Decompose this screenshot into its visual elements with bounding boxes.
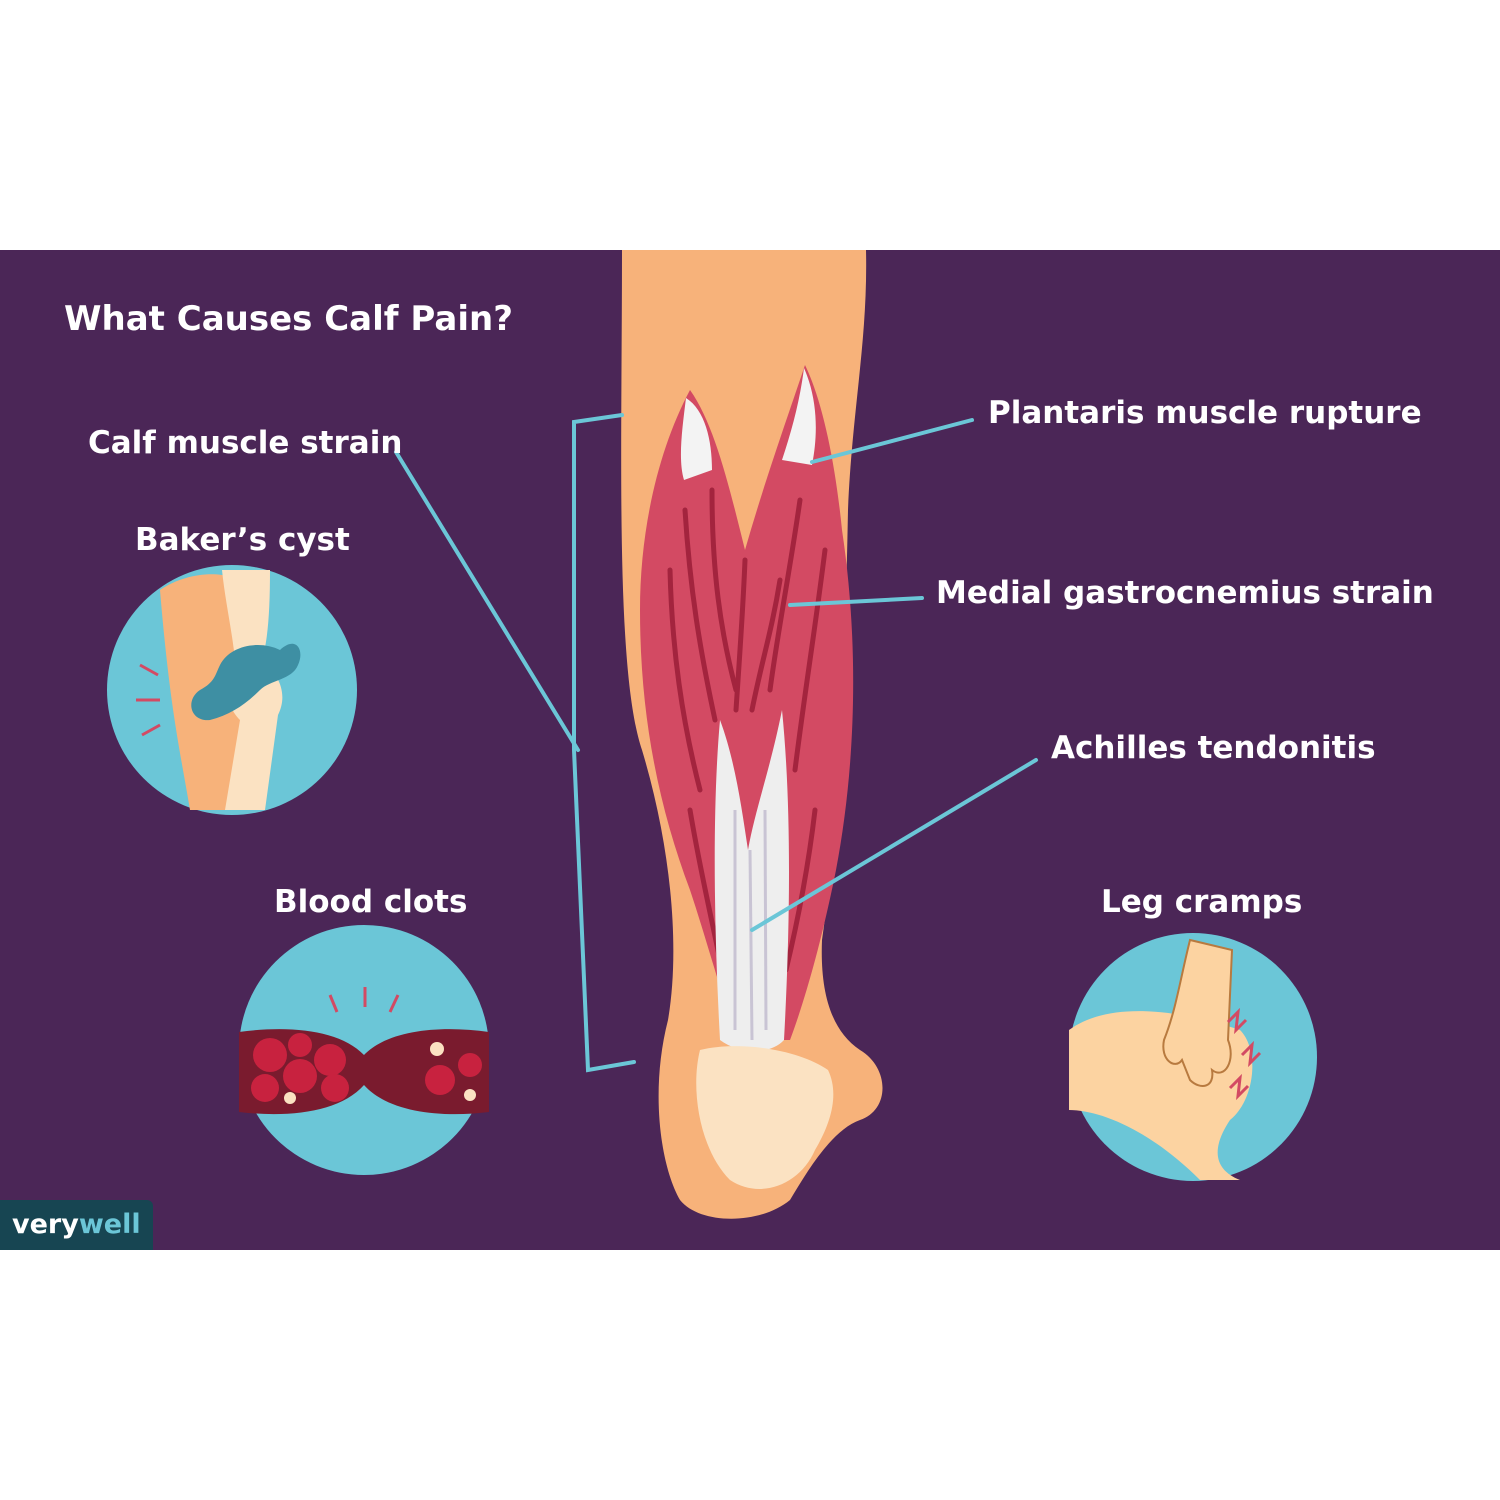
label-calf-muscle-strain: Calf muscle strain — [88, 425, 403, 461]
platelets — [284, 1042, 476, 1104]
label-plantaris-muscle-rupture: Plantaris muscle rupture — [988, 395, 1422, 431]
logo-text-well: well — [78, 1209, 141, 1240]
label-blood-clots: Blood clots — [274, 884, 468, 920]
page-title: What Causes Calf Pain? — [64, 299, 513, 339]
leg-cramps-pain-marks — [1226, 1007, 1262, 1101]
heel-bone — [696, 1046, 834, 1189]
bakers-cyst-joint — [191, 643, 301, 721]
blood-clots-pain-marks — [328, 987, 400, 1013]
leader-lines — [394, 413, 1038, 1073]
infographic-panel: What Causes Calf Pain? Calf muscle strai… — [0, 250, 1500, 1250]
blood-clots-illustration — [239, 925, 489, 1175]
calf-muscle-strain-bracket — [572, 413, 636, 1073]
bakers-cyst-illustration — [107, 565, 357, 815]
calf-anatomy-illustration — [107, 250, 1317, 1219]
logo-text-very: very — [12, 1209, 79, 1240]
label-medial-gastrocnemius-strain: Medial gastrocnemius strain — [936, 575, 1434, 611]
blood-cells — [251, 1033, 482, 1102]
label-achilles-tendonitis: Achilles tendonitis — [1051, 730, 1376, 766]
muscle-body — [640, 365, 854, 1040]
plantaris-leader — [810, 418, 974, 464]
leg-illustration — [621, 250, 883, 1219]
muscle-upper-tendons — [680, 368, 816, 480]
achilles-leader — [750, 758, 1038, 932]
achilles-tendon — [714, 710, 789, 1052]
blood-clots-circle — [239, 925, 489, 1175]
bakers-cyst-pain-marks — [136, 663, 161, 737]
label-leg-cramps: Leg cramps — [1101, 884, 1303, 920]
label-bakers-cyst: Baker’s cyst — [135, 522, 350, 558]
verywell-logo: verywell — [0, 1200, 153, 1250]
calf-muscle-strain-leader — [394, 450, 580, 752]
leg-cramps-hand — [1162, 938, 1234, 1087]
leg-cramps-illustration — [1069, 933, 1317, 1181]
medial-gastrocnemius-leader — [788, 596, 924, 607]
